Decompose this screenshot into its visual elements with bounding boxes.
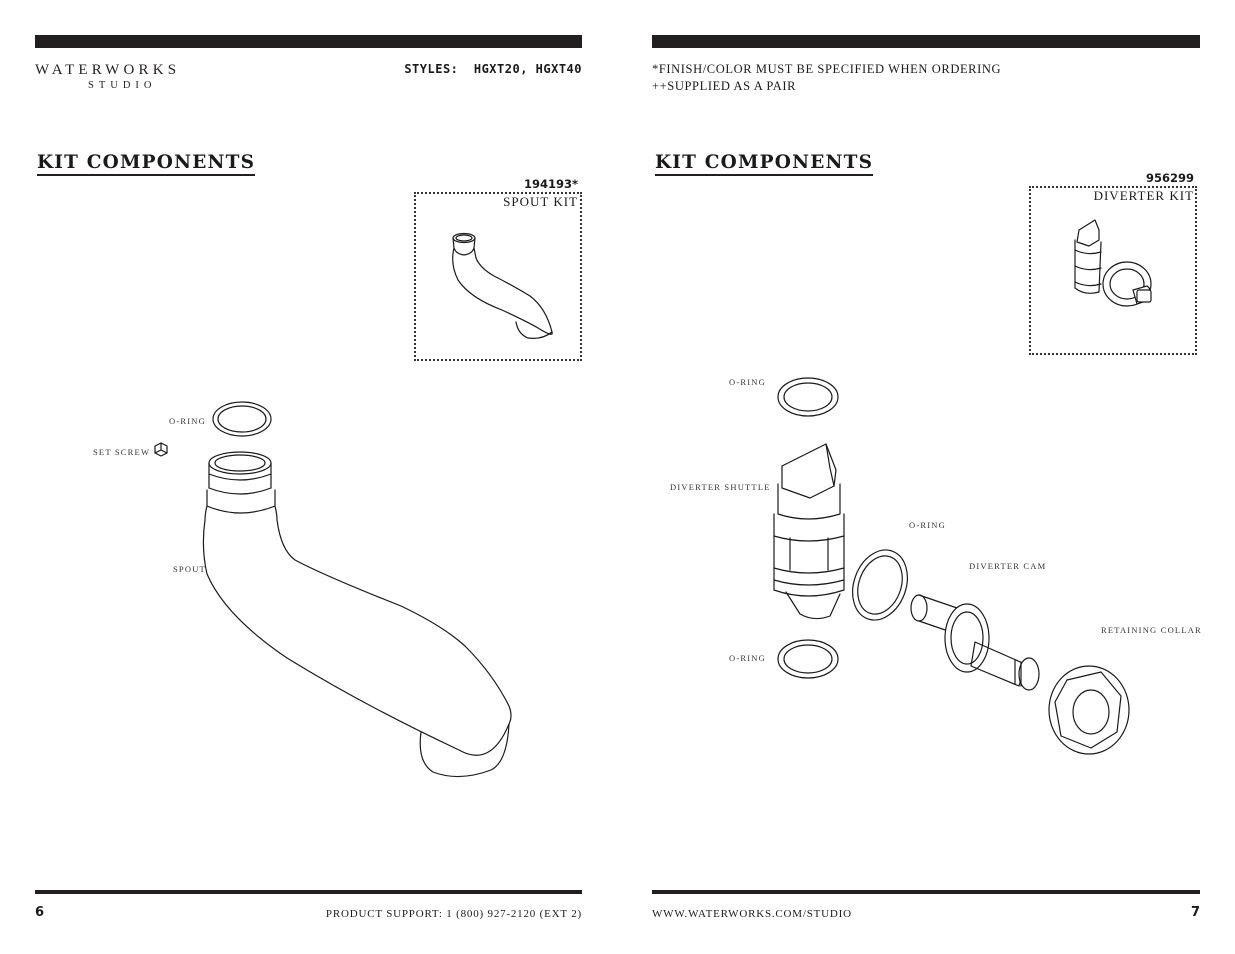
diverter-kit-illustration	[1074, 219, 1152, 307]
diverter-kit-number: 956299	[1145, 171, 1194, 185]
left-page-number: 6	[35, 905, 45, 920]
retaining-collar-drawing	[1048, 665, 1130, 755]
spout-drawing	[202, 451, 512, 778]
set-screw-drawing	[154, 442, 168, 457]
brand-logo-sub: STUDIO	[88, 80, 157, 91]
spout-label: SPOUT	[173, 564, 206, 574]
set-screw-label: SET SCREW	[93, 447, 151, 457]
website-footer[interactable]: WWW.WATERWORKS.COM/STUDIO	[652, 908, 852, 920]
spout-kit-name: SPOUT KIT	[503, 194, 578, 209]
diverter-shuttle-label: DIVERTER SHUTTLE	[670, 482, 771, 492]
right-header-bar	[652, 35, 1200, 48]
left-header-bar	[35, 35, 582, 48]
diverter-kit-box	[1029, 186, 1197, 355]
left-footer-rule	[35, 890, 582, 894]
spout-o-ring-label: O-RING	[169, 416, 206, 426]
diverter-top-o-ring-drawing	[777, 377, 839, 417]
diverter-cam-label: DIVERTER CAM	[969, 561, 1047, 571]
spout-o-ring-drawing	[212, 401, 272, 437]
right-page-title: KIT COMPONENTS	[655, 152, 874, 176]
spout-kit-number: 194193*	[523, 177, 578, 191]
diverter-bottom-o-ring-drawing	[777, 639, 839, 679]
diverter-top-o-ring-label: O-RING	[729, 377, 766, 387]
finish-note: *FINISH/COLOR MUST BE SPECIFIED WHEN ORD…	[652, 62, 1002, 76]
diverter-shuttle-drawing	[773, 443, 845, 620]
diverter-bottom-o-ring-label: O-RING	[729, 653, 766, 663]
styles-line: STYLES: HGXT20, HGXT40	[404, 62, 582, 76]
spout-kit-box	[414, 192, 582, 361]
diverter-mid-o-ring-drawing	[852, 549, 908, 621]
diverter-mid-o-ring-label: O-RING	[909, 520, 946, 530]
retaining-collar-label: RETAINING COLLAR	[1101, 625, 1202, 635]
product-support-footer: PRODUCT SUPPORT: 1 (800) 927-2120 (EXT 2…	[325, 908, 582, 920]
brand-logo-name: WATERWORKS	[35, 62, 181, 78]
right-page-number: 7	[1190, 905, 1200, 920]
pair-note: ++SUPPLIED AS A PAIR	[652, 79, 797, 93]
diverter-kit-name: DIVERTER KIT	[1093, 188, 1194, 203]
diverter-cam-drawing	[910, 594, 1040, 691]
left-page-title: KIT COMPONENTS	[37, 152, 256, 176]
right-footer-rule	[652, 890, 1200, 894]
spout-kit-illustration	[452, 232, 553, 339]
